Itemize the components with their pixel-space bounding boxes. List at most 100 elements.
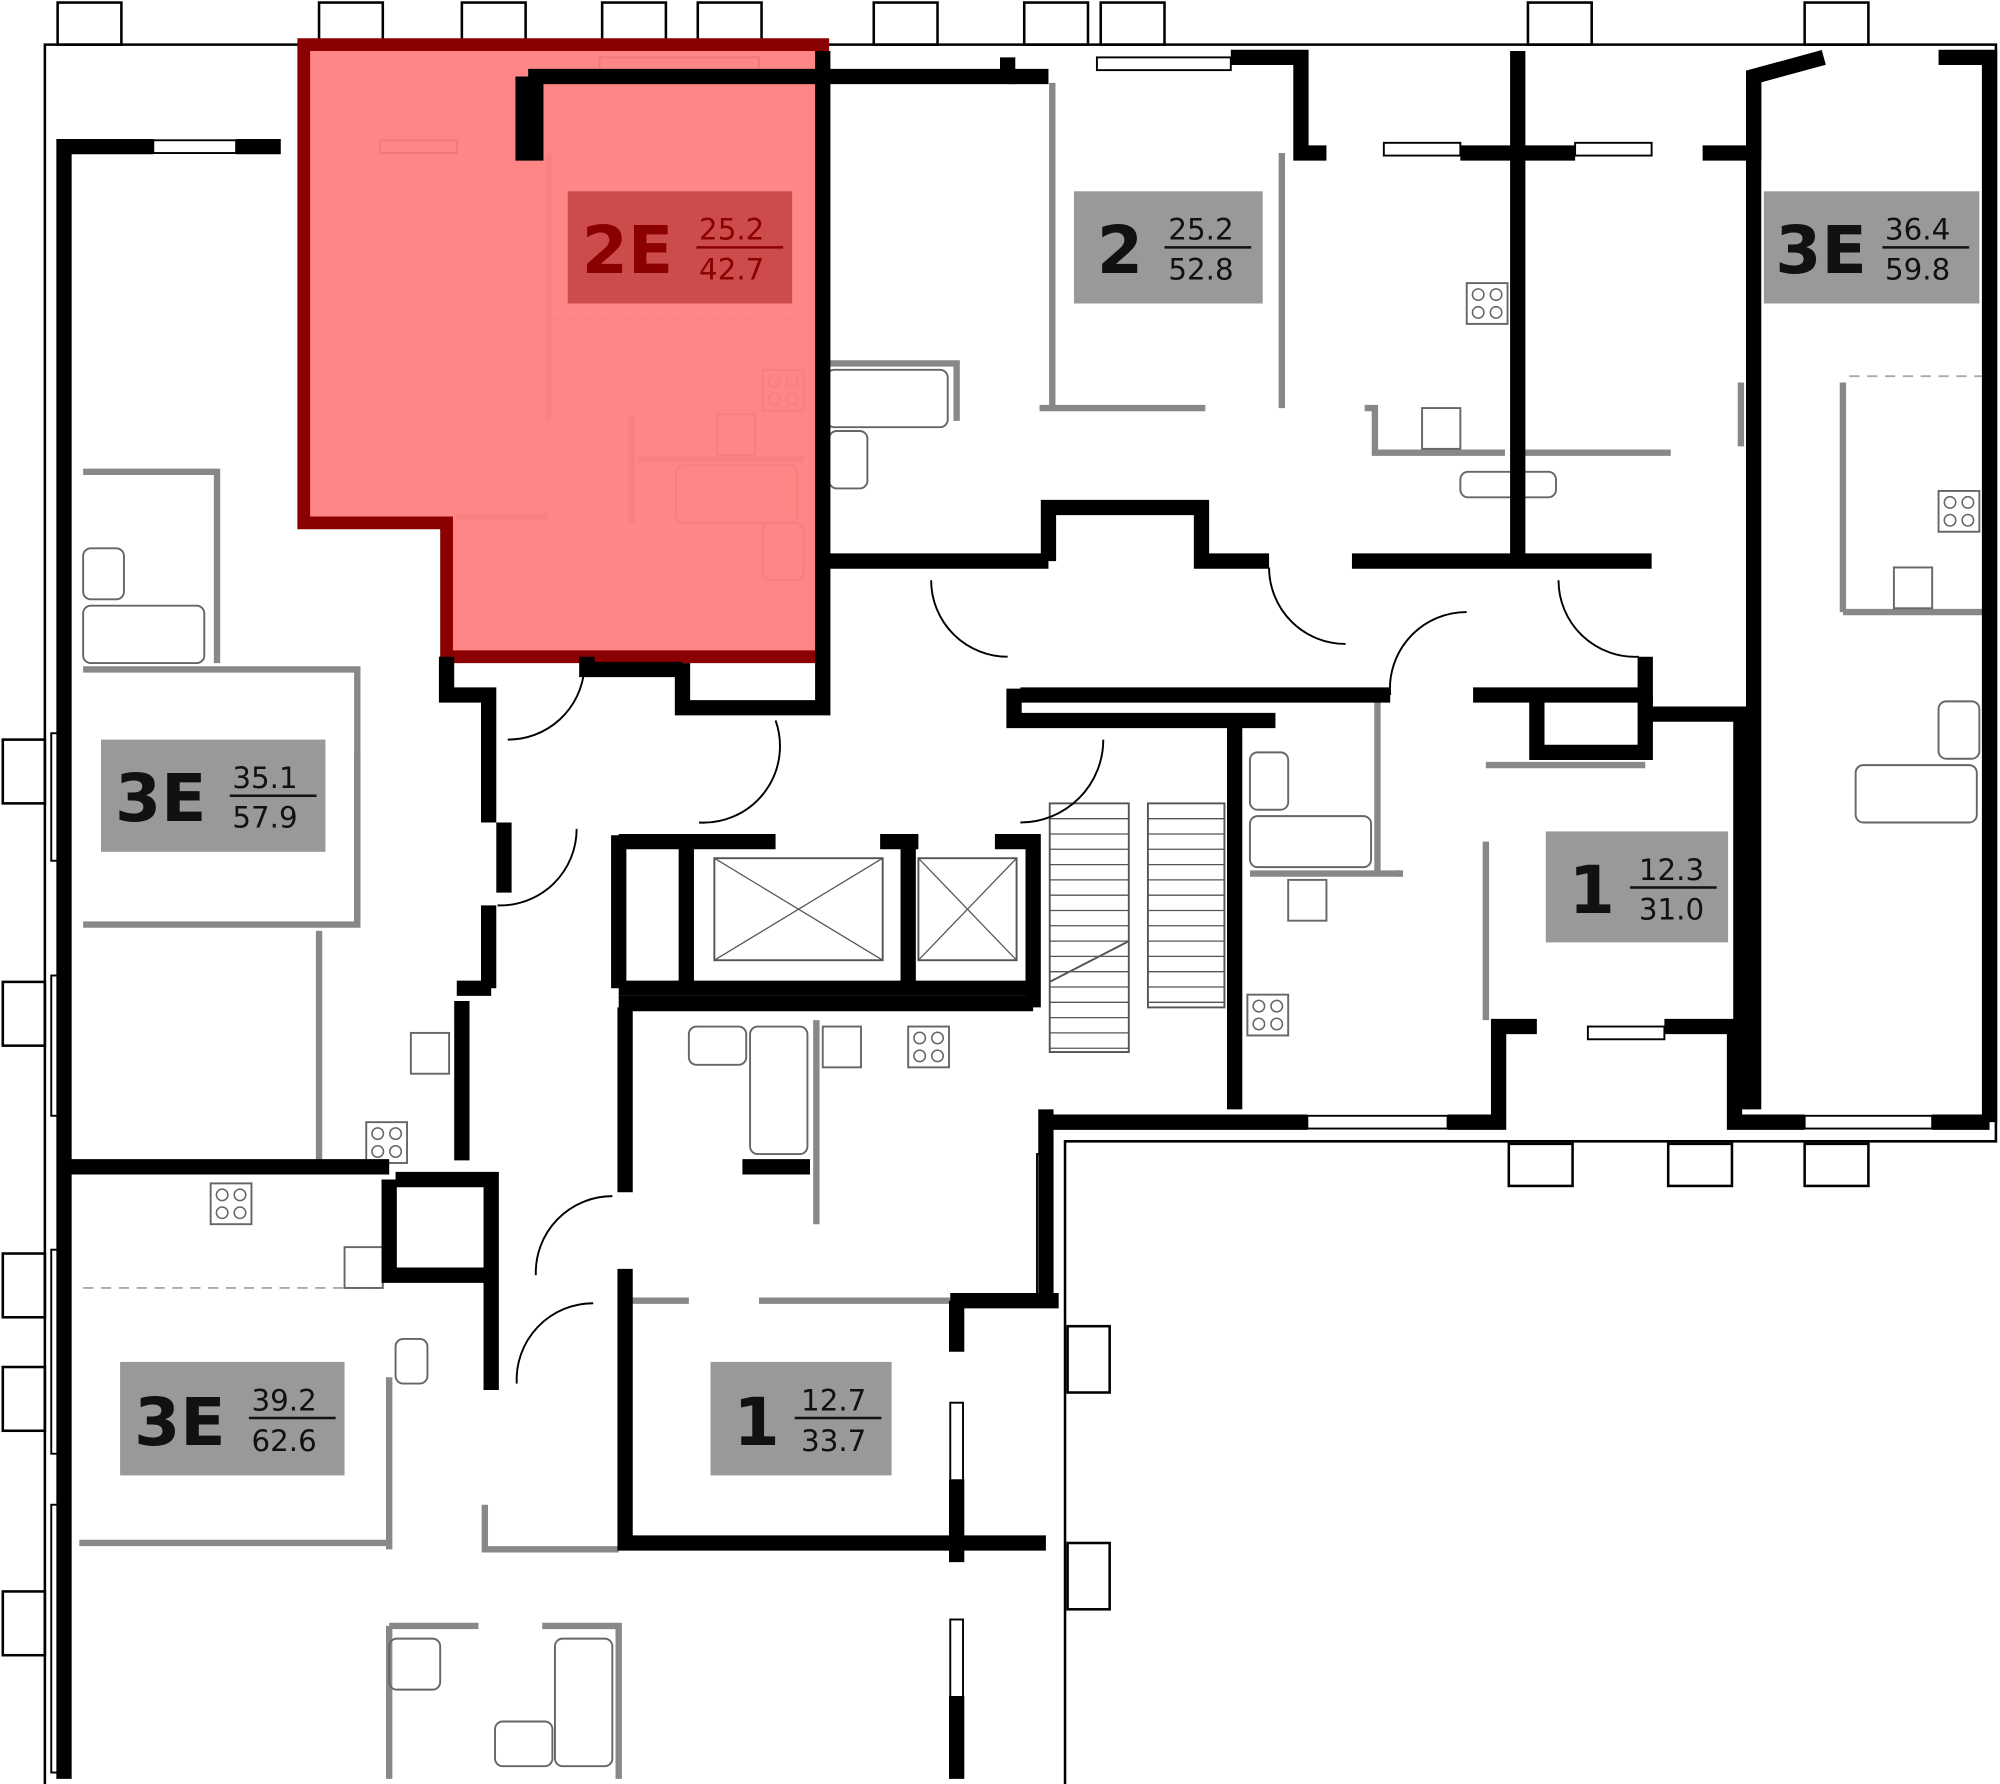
selected-unit-2e-highlight[interactable]	[297, 38, 830, 664]
sanitary-fixture	[1459, 470, 1557, 499]
unit-type: 3E	[1775, 211, 1866, 289]
door-swing	[930, 580, 1008, 658]
window-balcony	[1507, 1142, 1574, 1188]
unit-living-area: 25.2	[1168, 213, 1233, 247]
window-balcony	[1022, 1, 1090, 46]
stove-burner	[233, 1188, 247, 1202]
wall-segment	[1529, 694, 1653, 761]
window-balcony	[1803, 1142, 1870, 1188]
stove-burner	[1943, 495, 1957, 509]
wall-segment	[674, 51, 831, 716]
unit-label-1-right[interactable]: 1 12.3 31.0	[1545, 831, 1729, 943]
unit-total-area: 59.8	[1885, 252, 1950, 286]
stove-burner	[215, 1188, 229, 1202]
wall-segment	[579, 656, 683, 678]
window-frame	[1803, 1114, 1934, 1130]
door-swing	[1268, 567, 1346, 645]
stove-burner	[389, 1127, 403, 1141]
wall-segment	[1702, 50, 1826, 161]
stove-burner	[913, 1031, 927, 1045]
door-swing	[698, 720, 781, 824]
interior-partition	[542, 1622, 622, 1779]
unit-label-3e-lower-left[interactable]: 3E 39.2 62.6	[120, 1361, 345, 1476]
unit-type: 3E	[115, 759, 206, 837]
unit-label-2e[interactable]: 2E 25.2 42.7	[567, 191, 793, 304]
unit-total-area: 62.6	[251, 1424, 316, 1458]
window-frame	[1574, 141, 1653, 157]
stove-burner	[1943, 513, 1957, 527]
stove-burner	[1961, 513, 1975, 527]
unit-label-3e-left[interactable]: 3E 35.1 57.9	[100, 739, 326, 852]
door-swing	[497, 828, 578, 907]
window-frame	[1382, 141, 1462, 157]
unit-total-area: 31.0	[1639, 892, 1704, 926]
unit-total-area: 33.7	[801, 1424, 866, 1458]
stove-burner	[1270, 999, 1284, 1013]
stove-burner	[1471, 305, 1485, 319]
stove-burner	[931, 1031, 945, 1045]
sanitary-fixture	[1854, 764, 1978, 824]
unit-label-2[interactable]: 2 25.2 52.8	[1073, 191, 1263, 304]
wall-segment	[1006, 688, 1276, 729]
window-balcony	[1526, 1, 1593, 46]
stove-burner	[233, 1206, 247, 1220]
unit-living-area: 39.2	[251, 1383, 316, 1417]
wall-segment	[395, 1171, 499, 1390]
stair-break-line	[1049, 940, 1130, 983]
unit-type: 2	[1097, 211, 1143, 289]
unit-label-3e-top-right[interactable]: 3E 36.4 59.8	[1763, 191, 1980, 304]
wall-segment	[438, 656, 497, 823]
sanitary-fixture	[388, 1637, 442, 1691]
window-frame	[1586, 1025, 1666, 1041]
window-balcony	[1666, 1142, 1734, 1188]
wall-segment	[1447, 1018, 1537, 1130]
sanitary-fixture	[1248, 751, 1290, 811]
stove-burner	[1252, 999, 1266, 1013]
window-frame	[1306, 1114, 1449, 1130]
kitchen-sink	[409, 1031, 451, 1075]
unit-type: 3E	[134, 1383, 225, 1461]
stove-burner	[913, 1049, 927, 1063]
door-swing	[1020, 739, 1105, 824]
door-swing	[534, 1195, 613, 1276]
interior-partition	[829, 360, 960, 421]
sanitary-fixture	[82, 604, 206, 665]
unit-living-area: 12.7	[801, 1383, 866, 1417]
stove-burner	[1471, 288, 1485, 302]
wall-segment	[1938, 49, 1998, 1123]
sanitary-fixture	[687, 1025, 748, 1066]
sanitary-fixture	[749, 1025, 809, 1156]
unit-living-area: 12.3	[1639, 853, 1704, 887]
stove-burner	[371, 1144, 385, 1159]
interior-partition	[83, 468, 221, 664]
sanitary-fixture	[825, 368, 949, 429]
kitchen-sink	[1287, 878, 1328, 922]
stove-burner	[371, 1127, 385, 1141]
window-frame	[1095, 56, 1232, 72]
sanitary-fixture	[394, 1338, 429, 1385]
kitchen-sink	[343, 1246, 384, 1289]
unit-label-1-lower[interactable]: 1 12.7 33.7	[710, 1361, 892, 1476]
wall-segment	[56, 138, 154, 1779]
interior-partition	[1364, 404, 1505, 456]
stair-flight	[1048, 802, 1130, 1053]
stair-flight	[1146, 802, 1226, 1009]
wall-segment	[381, 1179, 492, 1283]
wall-segment	[1473, 656, 1653, 703]
stove-icon	[209, 1182, 253, 1226]
window-balcony	[1803, 1, 1870, 46]
door-swing	[507, 669, 586, 741]
sanitary-fixture	[553, 1637, 614, 1768]
elevator-shaft	[917, 857, 1018, 962]
kitchen-sink	[1421, 407, 1462, 450]
stove-burner	[931, 1049, 945, 1063]
stove-burner	[1252, 1017, 1266, 1031]
interior-partition	[481, 1504, 619, 1553]
window-frame	[949, 1401, 964, 1493]
unit-living-area: 35.1	[232, 761, 297, 795]
unit-total-area: 57.9	[232, 801, 297, 835]
unit-total-area: 52.8	[1168, 252, 1233, 286]
unit-living-area: 36.4	[1885, 213, 1950, 247]
unit-type: 1	[733, 1383, 779, 1461]
window-frame	[152, 139, 238, 154]
